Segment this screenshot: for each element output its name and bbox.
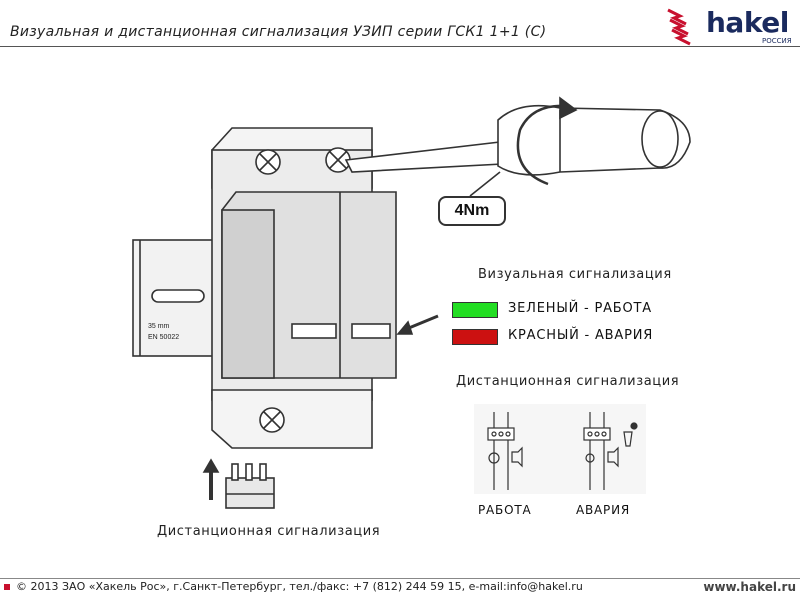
footer-copyright: © 2013 ЗАО «Хакель Рос», г.Санкт-Петербу… xyxy=(16,580,583,593)
indicator-arrow xyxy=(396,314,439,335)
green-legend-label: ЗЕЛЕНЫЙ - РАБОТА xyxy=(508,301,652,316)
red-legend-label: КРАСНЫЙ - АВАРИЯ xyxy=(508,328,654,343)
up-arrow xyxy=(202,458,220,500)
top-screw-left xyxy=(255,149,281,175)
circuit-work xyxy=(487,412,523,490)
plug-in-module xyxy=(221,191,397,379)
din-rail-label-size: 35 mm xyxy=(148,323,170,330)
remote-signal-title: Дистанционная сигнализация xyxy=(456,374,680,389)
footer-website-link[interactable]: www.hakel.ru xyxy=(703,580,796,594)
red-swatch xyxy=(452,329,498,345)
din-rail-label-standard: EN 50022 xyxy=(148,334,180,341)
circuit-fault xyxy=(583,412,638,490)
bottom-screw xyxy=(259,407,285,433)
visual-signal-title: Визуальная сигнализация xyxy=(478,267,672,282)
green-swatch xyxy=(452,302,498,318)
hakel-logo[interactable]: hakel РОССИЯ xyxy=(666,4,796,46)
remote-connector xyxy=(225,463,275,509)
lightning-logo-icon xyxy=(667,8,691,46)
footer-divider xyxy=(0,578,800,579)
logo-subtitle: РОССИЯ xyxy=(762,37,792,45)
torque-leader xyxy=(469,171,501,197)
page-title: Визуальная и дистанционная сигнализация … xyxy=(10,24,547,40)
din-rail xyxy=(132,239,214,357)
remote-panel xyxy=(474,404,646,494)
torque-label: 4Nm xyxy=(438,196,506,226)
status-window-left xyxy=(291,323,337,339)
header-divider xyxy=(0,46,800,47)
spd-diagram xyxy=(132,96,691,509)
top-screw-right xyxy=(325,147,351,173)
state-fault-label: АВАРИЯ xyxy=(576,503,631,517)
bottom-caption: Дистанционная сигнализация xyxy=(157,524,381,539)
logo-brand: hakel xyxy=(706,6,789,39)
rotation-arrow xyxy=(516,96,578,186)
footer-bullet xyxy=(4,584,10,590)
status-window-right xyxy=(351,323,391,339)
state-work-label: РАБОТА xyxy=(478,503,532,517)
